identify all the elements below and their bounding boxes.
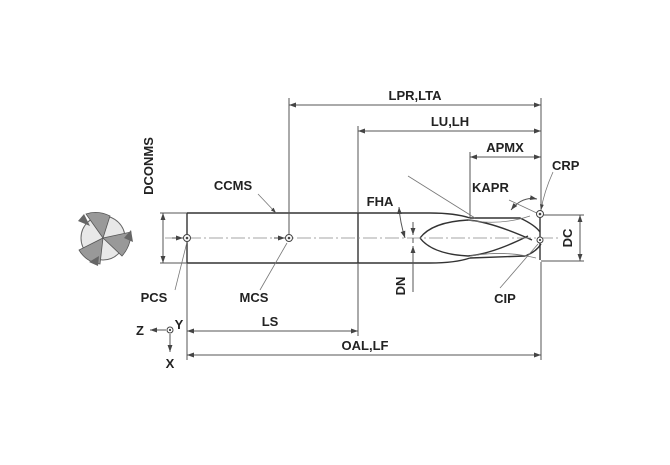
leader-lines <box>174 171 554 291</box>
dimension-lines <box>160 98 584 360</box>
label-kapr: KAPR <box>472 180 509 195</box>
label-dc: DC <box>560 228 575 247</box>
label-dn: DN <box>393 277 408 296</box>
label-pcs: PCS <box>141 290 168 305</box>
label-lpr: LPR,LTA <box>389 88 443 103</box>
coordinate-axes <box>150 326 174 352</box>
label-axis-y: Y <box>175 317 184 332</box>
label-axis-z: Z <box>136 323 144 338</box>
label-fha: FHA <box>367 194 394 209</box>
end-view-icon <box>78 212 133 266</box>
label-ls: LS <box>262 314 279 329</box>
reference-points <box>172 210 544 244</box>
label-lu: LU,LH <box>431 114 469 129</box>
label-apmx: APMX <box>486 140 524 155</box>
label-cip: CIP <box>494 291 516 306</box>
label-crp: CRP <box>552 158 580 173</box>
label-axis-x: X <box>166 356 175 371</box>
labels: LPR,LTA LU,LH APMX CRP KAPR CCMS FHA DCO… <box>136 88 580 371</box>
label-oal: OAL,LF <box>342 338 389 353</box>
label-dconms: DCONMS <box>141 137 156 195</box>
tool-outline <box>165 212 560 264</box>
label-mcs: MCS <box>240 290 269 305</box>
label-ccms: CCMS <box>214 178 253 193</box>
